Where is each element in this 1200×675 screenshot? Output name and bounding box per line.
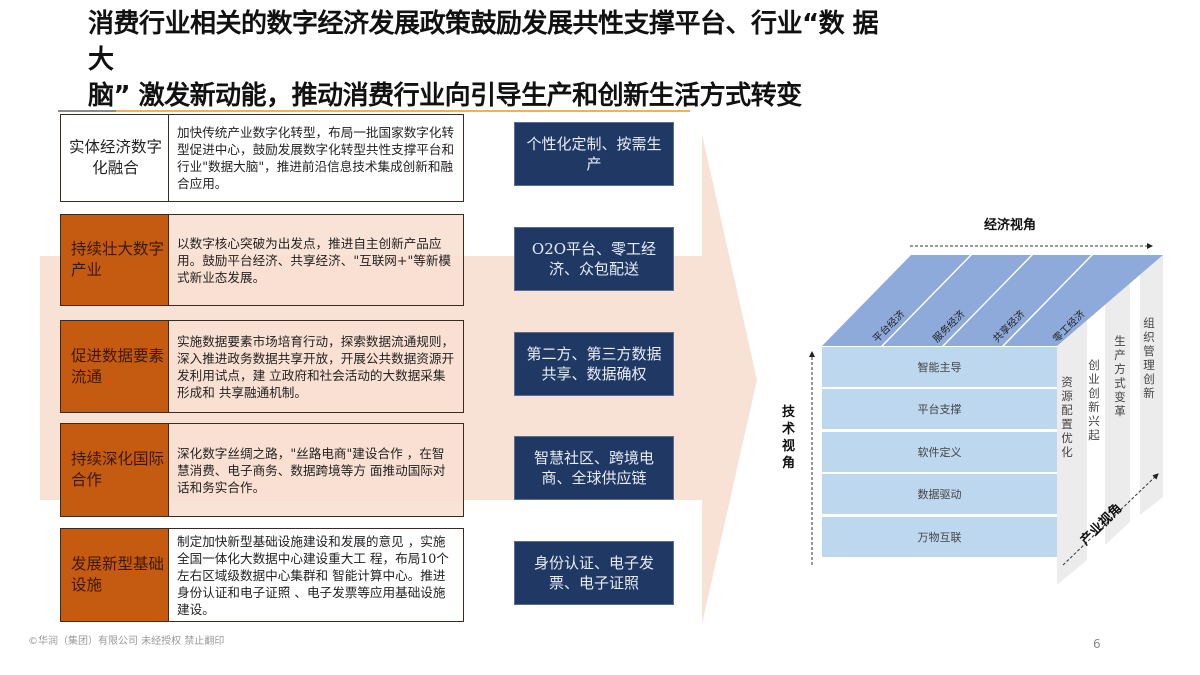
policy-row: 促进数据要素流通 实施数据要素市场培育行动，探索数据流通规则，深入推进政务数据共…	[60, 320, 464, 413]
tech-perspective-label: 技术视角	[782, 405, 796, 471]
policy-label: 持续壮大数字产业	[61, 215, 169, 305]
title-underline-gray	[58, 110, 116, 112]
front-layer: 平台支撑	[822, 389, 1057, 429]
policy-description: 制定加快新型基础设施建设和发展的意见 ，实施全国一体化大数据中心建设重大工 程，…	[169, 529, 463, 621]
title-underline-orange	[116, 110, 690, 112]
outcome-box: 身份认证、电子发票、电子证照	[514, 541, 674, 605]
title-line-3: 脑” 激发新动能，推动消费行业向引导生产和创新生活方式转变	[88, 81, 802, 111]
policy-row: 持续深化国际合作 深化数字丝绸之路，"丝路电商"建设合作 ，在智慧消费、电子商务…	[60, 423, 464, 517]
economic-perspective-label: 经济视角	[984, 218, 1037, 233]
policy-label: 促进数据要素流通	[61, 321, 169, 412]
front-layer: 智能主导	[822, 347, 1057, 387]
policy-description: 深化数字丝绸之路，"丝路电商"建设合作 ，在智慧消费、电子商务、数据跨境等方 面…	[169, 424, 463, 516]
policy-description: 加快传统产业数字化转型，布局一批国家数字化转型促进中心，鼓励发展数字化转型共性支…	[169, 115, 463, 201]
front-layer: 数据驱动	[822, 474, 1057, 514]
policy-label: 发展新型基础设施	[61, 529, 169, 621]
copyright-notice: ©华润（集团）有限公司 未经授权 禁止翻印	[28, 636, 225, 647]
policy-row: 持续壮大数字产业 以数字核心突破为出发点，推进自主创新产品应用。鼓励平台经济、共…	[60, 214, 464, 306]
policy-description: 实施数据要素市场培育行动，探索数据流通规则，深入推进政务数据共享开放，开展公共数…	[169, 321, 463, 412]
side-label: 资源配置优化	[1061, 375, 1073, 459]
policy-row: 发展新型基础设施 制定加快新型基础设施建设和发展的意见 ，实施全国一体化大数据中…	[60, 528, 464, 622]
policy-label: 实体经济数字化融合	[61, 115, 169, 201]
policy-row: 实体经济数字化融合 加快传统产业数字化转型，布局一批国家数字化转型促进中心，鼓励…	[60, 114, 464, 202]
outcome-box: 个性化定制、按需生产	[514, 122, 674, 186]
front-layer: 软件定义	[822, 432, 1057, 472]
outcome-box: 第二方、第三方数据共享、数据确权	[514, 332, 674, 396]
policy-label: 持续深化国际合作	[61, 424, 169, 516]
policy-description: 以数字核心突破为出发点，推进自主创新产品应用。鼓励平台经济、共享经济、"互联网+…	[169, 215, 463, 305]
title-line-2: 大	[88, 45, 114, 75]
side-label: 组织管理创新	[1143, 316, 1155, 400]
side-label: 生产方式变革	[1114, 334, 1126, 418]
page-title: 消费行业相关的数字经济发展政策鼓励发展共性支撑平台、行业“数 据 大 脑” 激发…	[88, 6, 1048, 114]
side-label: 创业创新兴起	[1088, 358, 1100, 442]
page-number: 6	[1093, 637, 1101, 651]
front-layer: 万物互联	[822, 517, 1057, 557]
outcome-box: 智慧社区、跨境电商、全球供应链	[514, 436, 674, 500]
title-line-1: 消费行业相关的数字经济发展政策鼓励发展共性支撑平台、行业“数 据	[88, 9, 879, 39]
outcome-box: O2O平台、零工经济、众包配送	[514, 227, 674, 291]
